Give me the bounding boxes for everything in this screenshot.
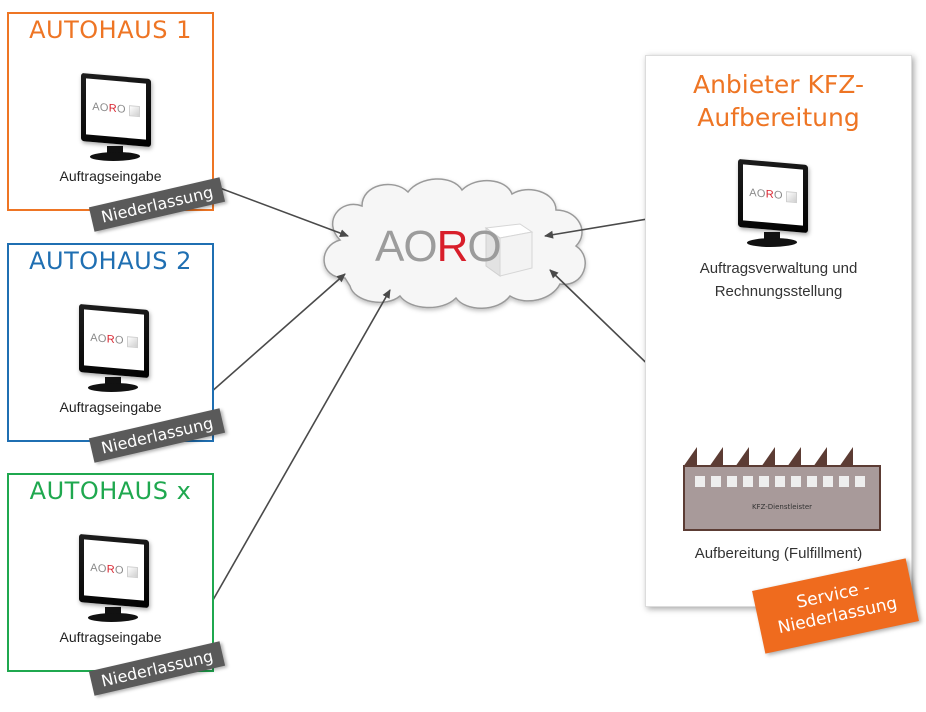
provider-title: Anbieter KFZ- Aufbereitung (692, 70, 865, 132)
order-management-label: Auftragsverwaltung und Rechnungsstellung (699, 260, 858, 300)
factory-label: KFZ-Dienstleister (751, 503, 813, 511)
order-entry-label: Auftragseingabe (59, 168, 162, 184)
dealer-box-1: AUTOHAUS 1 AORO Auftragseingabe (7, 12, 214, 211)
fulfillment-label: Aufbereitung (Fulfillment) (694, 545, 863, 562)
aoro-logo: AORO (375, 222, 502, 271)
dealer-title: AUTOHAUS 1 (29, 16, 192, 44)
aoro-cube-icon (484, 223, 534, 277)
dealer-title: AUTOHAUS x (29, 477, 192, 505)
order-entry-label: Auftragseingabe (59, 399, 162, 415)
order-entry-label: Auftragseingabe (59, 629, 162, 645)
dealer-box-2: AUTOHAUS 2 AORO Auftragseingabe (7, 243, 214, 442)
arrow-dealer2-cloud (192, 273, 346, 409)
dealer-title: AUTOHAUS 2 (29, 247, 192, 275)
dealer-box-x: AUTOHAUS x AORO Auftragseingabe (7, 473, 214, 672)
factory-icon: KFZ-Dienstleister (683, 443, 881, 531)
arrow-dealerx-cloud (192, 289, 391, 636)
